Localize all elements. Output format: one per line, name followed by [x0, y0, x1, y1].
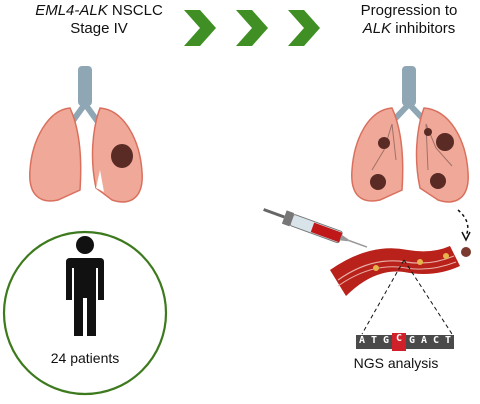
patient-cohort-circle	[2, 230, 168, 396]
sequence-base: G	[380, 335, 392, 349]
metastasis-icon	[370, 174, 386, 190]
chevron-icon	[288, 10, 320, 46]
metastasis-icon	[378, 137, 390, 149]
sequence-base: A	[418, 335, 430, 349]
sequence-base: T	[442, 335, 454, 349]
progression-arrows	[184, 10, 320, 46]
lungs-progression-icon	[351, 66, 469, 203]
patients-label: 24 patients	[50, 350, 120, 366]
person-icon	[66, 236, 104, 336]
chevron-icon	[184, 10, 216, 46]
progression-title: Progression to ALK inhibitors	[338, 2, 480, 38]
dna-sequence: A T G C G A C T	[356, 333, 454, 351]
ngs-analysis-label: NGS analysis	[353, 355, 439, 371]
tumor-icon	[111, 144, 133, 168]
metastasis-icon	[430, 173, 446, 189]
chevron-icon	[236, 10, 268, 46]
stage-title: EML4-ALK NSCLC Stage IV	[4, 2, 194, 38]
cancer-type-label: NSCLC	[107, 2, 163, 19]
circulating-cell-icon	[417, 259, 423, 265]
circulating-cell-path	[457, 209, 471, 257]
syringe-icon	[263, 208, 368, 248]
metastasis-icon	[436, 133, 454, 151]
gene-fusion-label: EML4-ALK	[35, 2, 108, 19]
alk-italic-label: ALK	[362, 20, 392, 37]
circulating-cell-icon	[443, 253, 449, 259]
sequence-base-highlight: C	[392, 333, 406, 351]
inhibitors-label: inhibitors	[395, 20, 456, 37]
lungs-primary-tumor-icon	[29, 66, 143, 203]
progression-line1: Progression to	[360, 2, 458, 19]
sequence-base: G	[406, 335, 418, 349]
blood-vessel-icon	[330, 246, 460, 296]
stage-label: Stage IV	[70, 20, 128, 37]
sequence-base: A	[356, 335, 368, 349]
sequence-base: C	[430, 335, 442, 349]
circulating-cell-icon	[373, 265, 379, 271]
sequence-base: T	[368, 335, 380, 349]
metastasis-icon	[424, 128, 432, 136]
